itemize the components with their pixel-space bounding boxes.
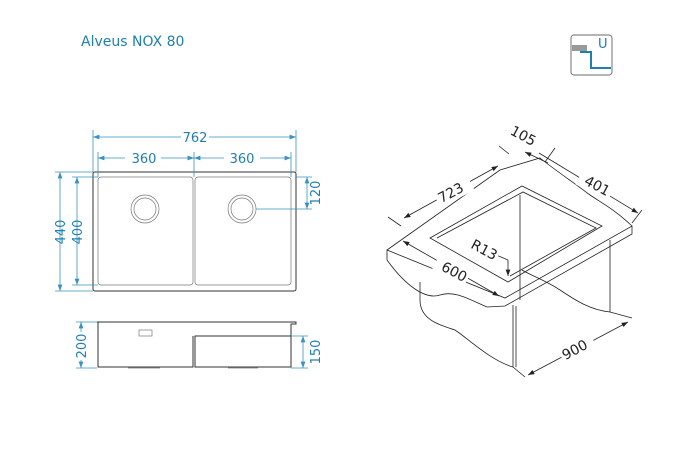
dim-bowl-depth: 400 xyxy=(71,220,86,245)
drain-right-icon xyxy=(227,194,257,224)
side-view: 200 150 xyxy=(74,321,324,369)
overflow-icon xyxy=(138,329,153,337)
drain-left-icon xyxy=(130,194,160,224)
isometric-view: 723 105 401 R13 600 900 xyxy=(386,123,643,378)
dim-overall-width: 762 xyxy=(183,131,208,146)
dim-drain-offset: 120 xyxy=(309,181,324,206)
right-bowl xyxy=(194,176,292,286)
dim-bowl-right-width: 360 xyxy=(230,152,255,167)
icon-label: U xyxy=(598,37,608,52)
product-title: Alveus NOX 80 xyxy=(81,34,185,50)
left-bowl xyxy=(97,176,194,286)
top-view: 762 360 360 440 400 120 xyxy=(54,130,324,292)
dim-flange: 105 xyxy=(507,123,538,150)
dim-bowl-left-width: 360 xyxy=(132,152,157,167)
dim-depth-right: 150 xyxy=(309,340,324,365)
dim-depth-left: 200 xyxy=(75,334,90,359)
dim-overall-depth: 440 xyxy=(54,220,69,245)
undermount-icon: U xyxy=(570,34,613,76)
